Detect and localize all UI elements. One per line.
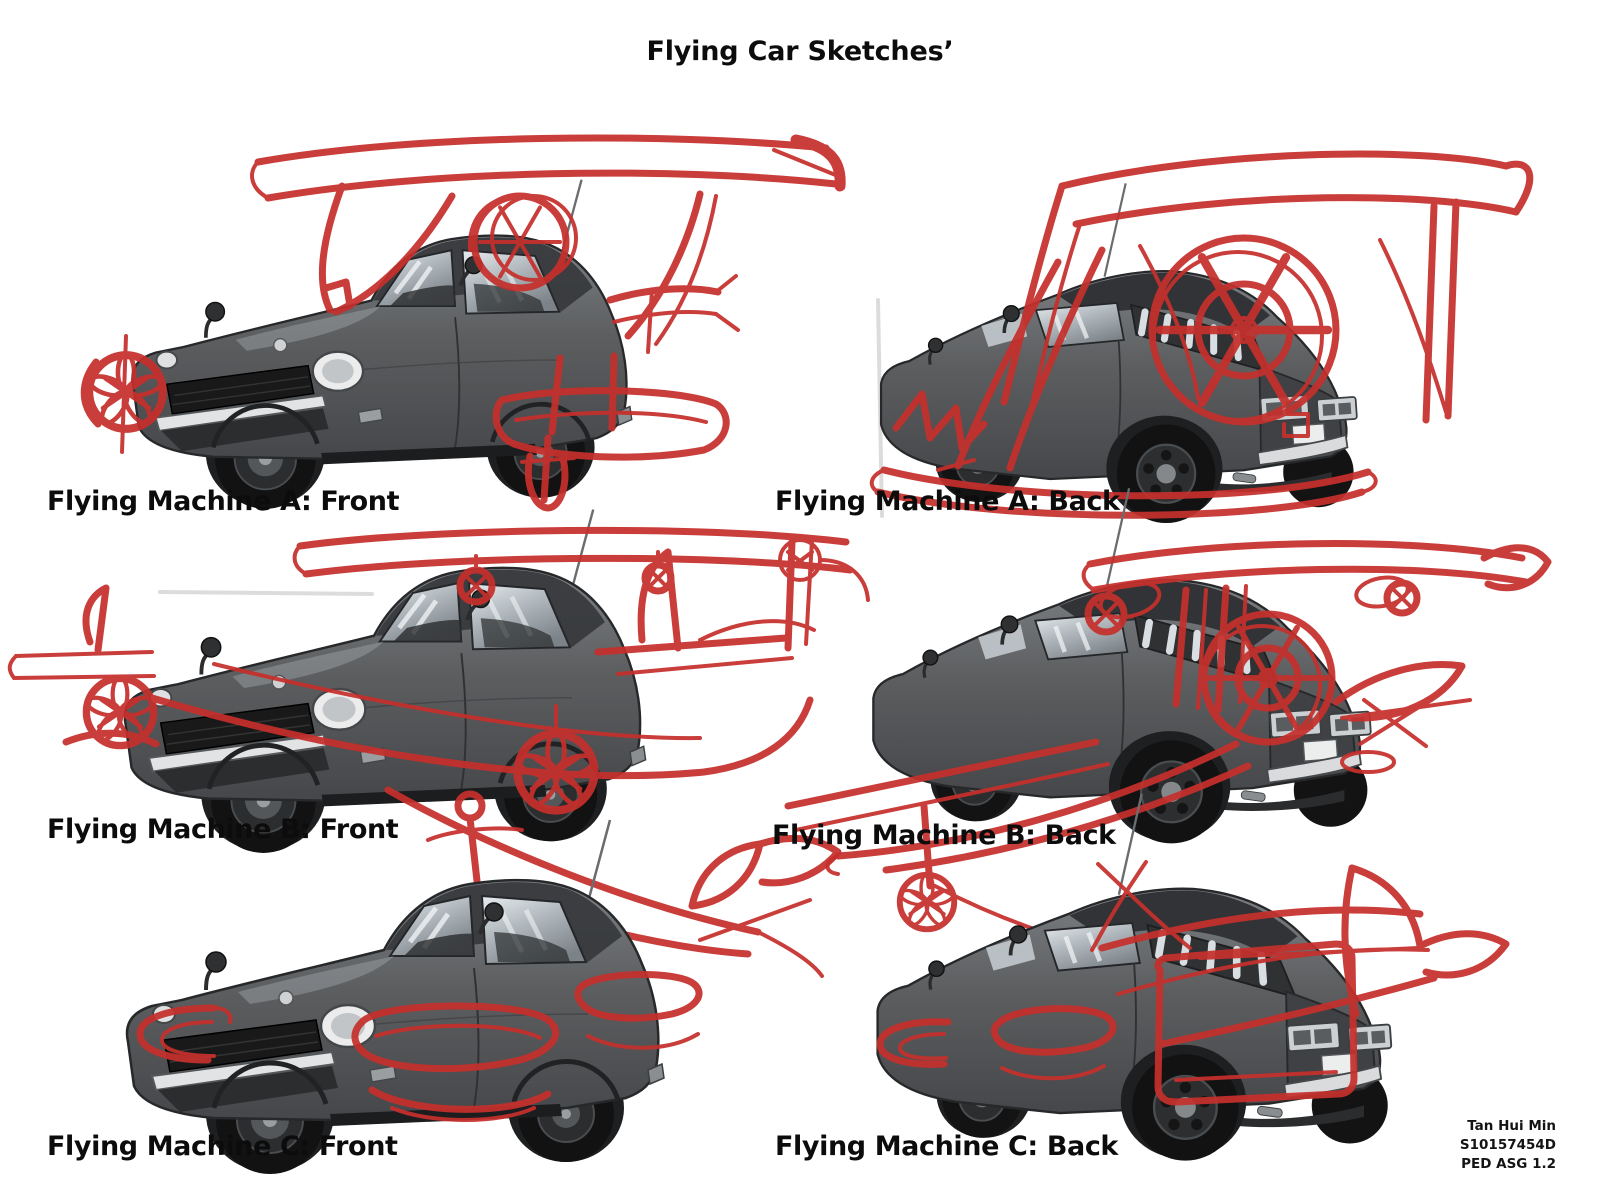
panel-c-back-art [876, 794, 1510, 1161]
credit-student-id: S10157454D [1459, 1136, 1556, 1153]
label-machine-b-back: Flying Machine B: Back [772, 820, 1116, 851]
panel-c-front-art [127, 820, 703, 1174]
label-machine-a-back: Flying Machine A: Back [775, 486, 1120, 517]
credit-author: Tan Hui Min [1467, 1118, 1556, 1134]
car-front-render [127, 820, 664, 1174]
label-machine-a-front: Flying Machine A: Front [47, 486, 400, 517]
label-machine-b-front: Flying Machine B: Front [47, 814, 399, 845]
credit-assignment: PED ASG 1.2 [1461, 1155, 1556, 1172]
panel-a-front-art [80, 134, 846, 512]
label-machine-c-front: Flying Machine C: Front [47, 1131, 398, 1162]
red-sketch-a-back [869, 150, 1534, 519]
red-sketch-a-front [80, 134, 846, 512]
red-sketch-b-back [784, 540, 1552, 960]
red-sketch-c-back [876, 860, 1510, 1106]
label-machine-c-back: Flying Machine C: Back [775, 1131, 1118, 1162]
panel-b-back-art [784, 488, 1552, 960]
credit-block: Tan Hui Min S10157454D PED ASG 1.2 [1460, 1117, 1556, 1174]
panel-a-back-art [869, 150, 1534, 523]
page-title: Flying Car Sketches’ [646, 36, 954, 67]
red-sketch-c-front [136, 971, 703, 1122]
